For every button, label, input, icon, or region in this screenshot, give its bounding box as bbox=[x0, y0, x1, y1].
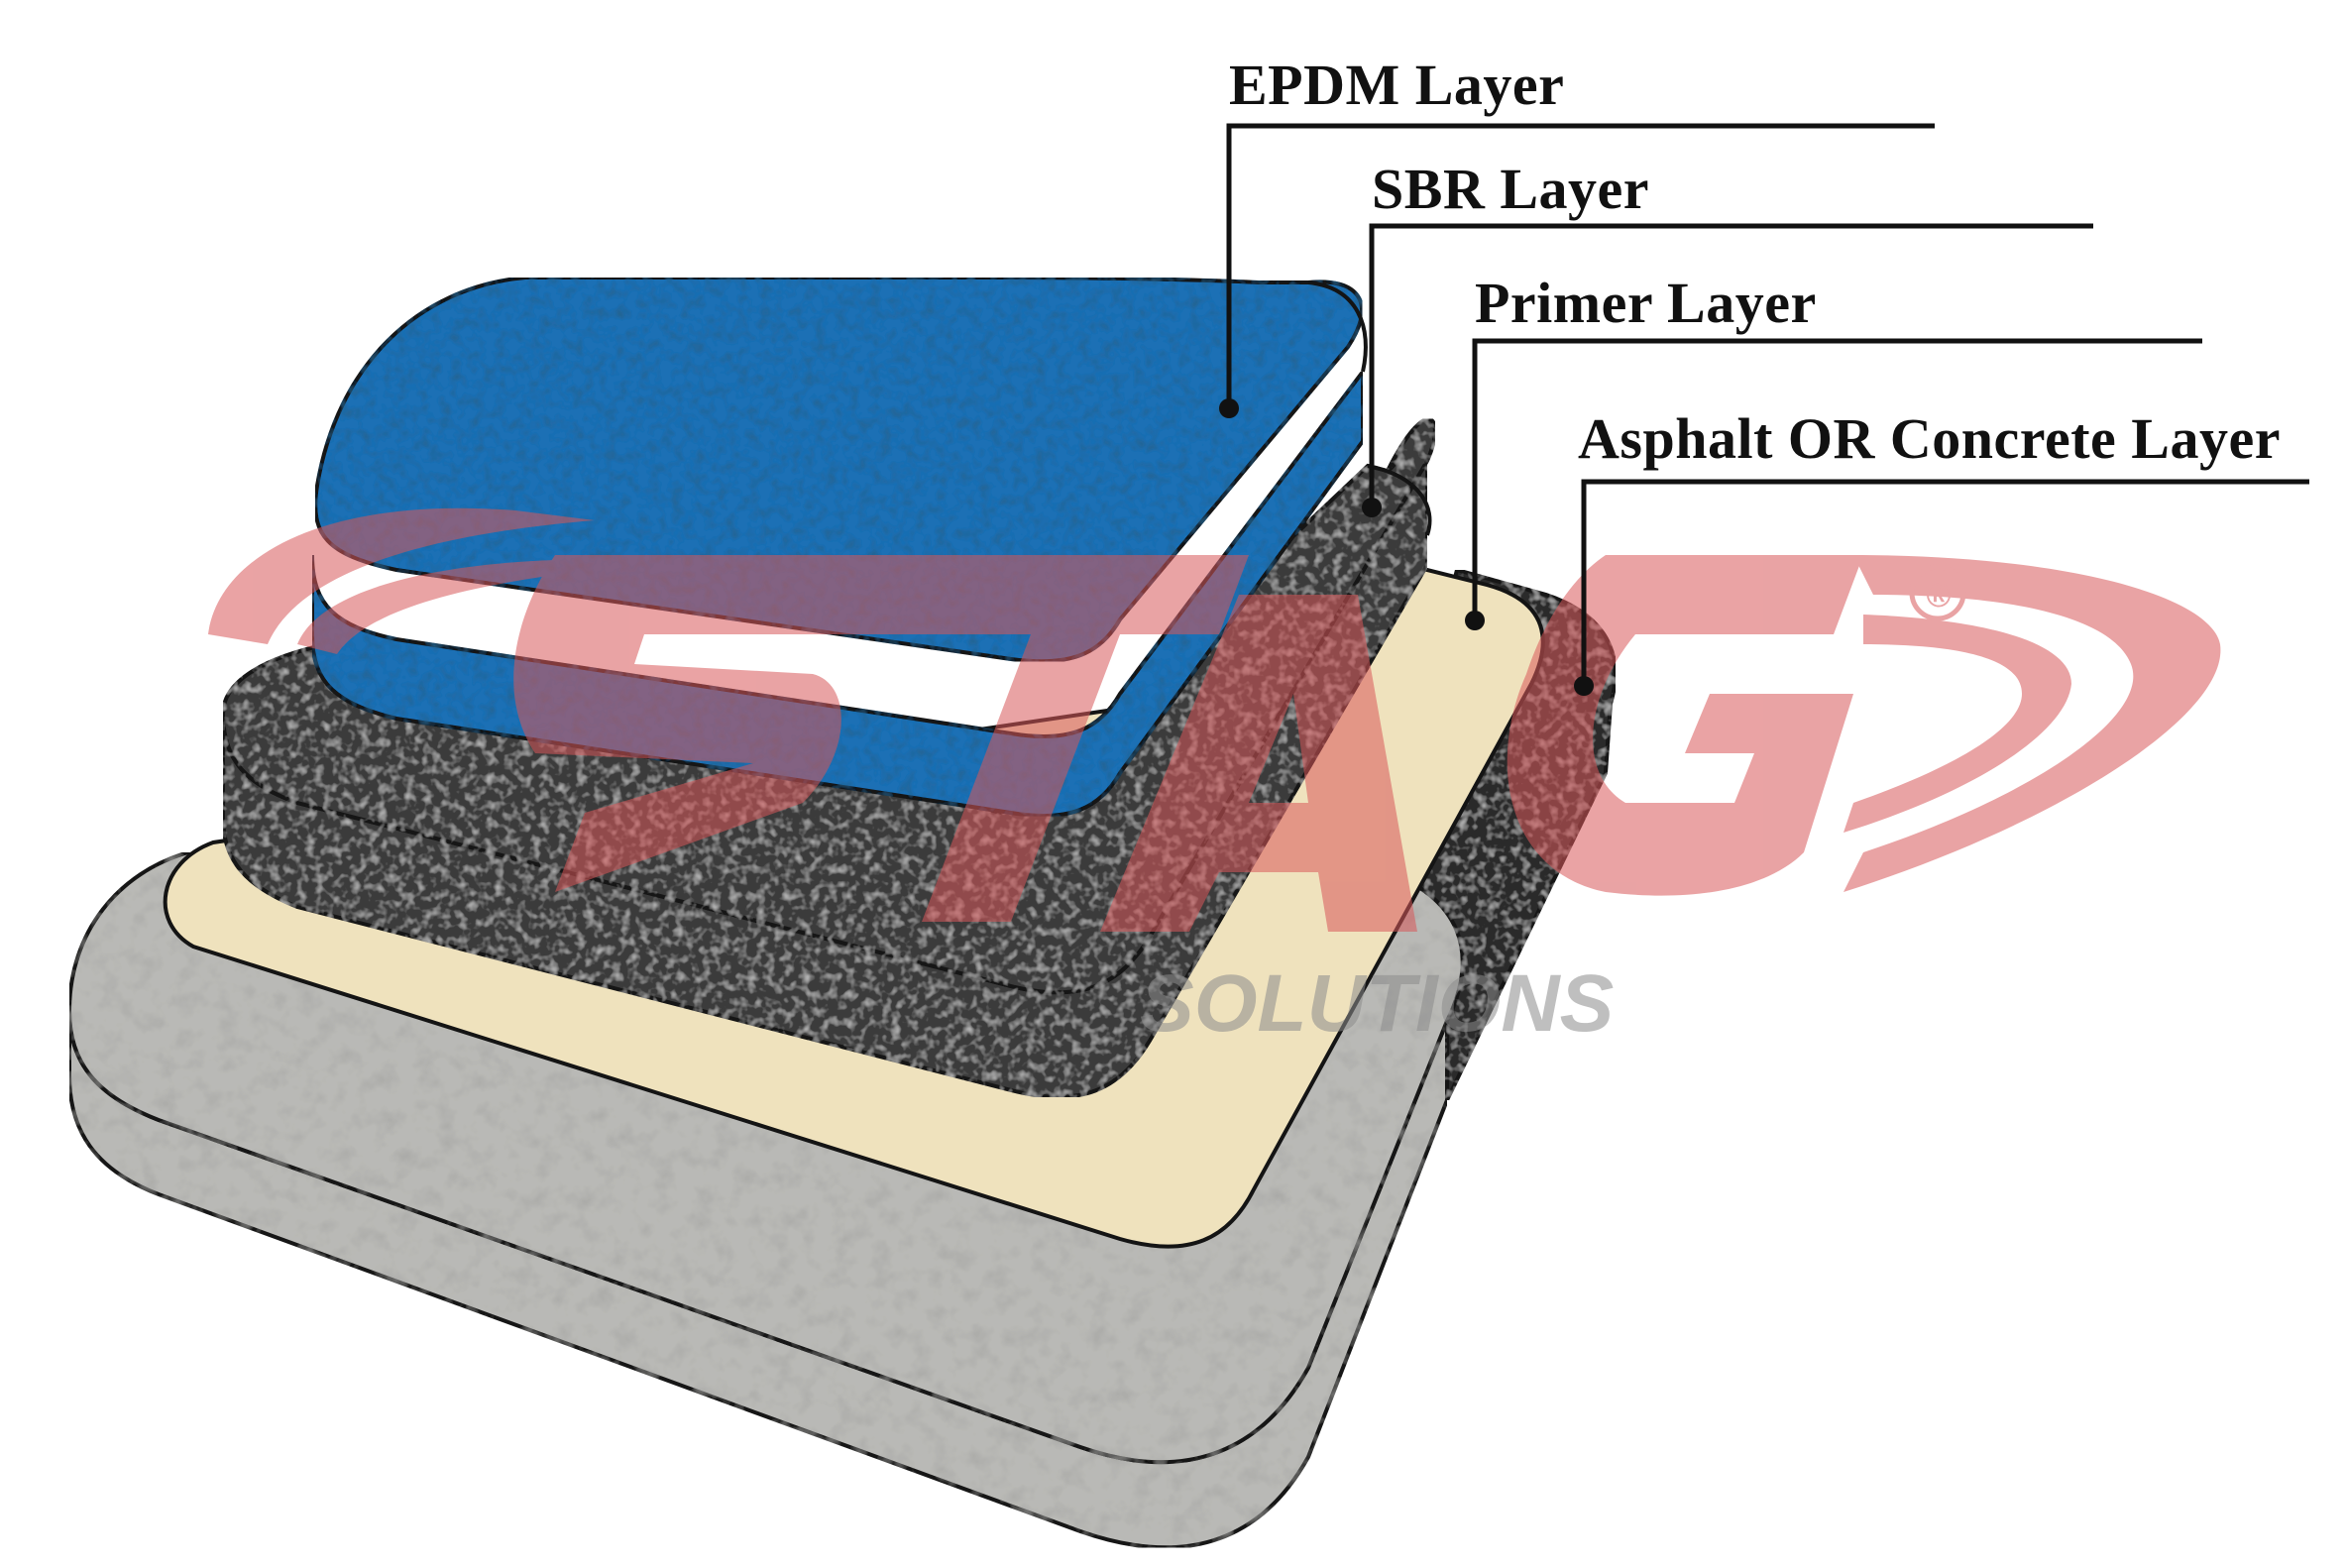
label-base-group: Asphalt OR Concrete Layer bbox=[1574, 406, 2309, 696]
watermark-swoosh-right-inner bbox=[1843, 615, 2071, 833]
leader-base-dot bbox=[1574, 676, 1594, 696]
watermark-letter-g bbox=[1507, 555, 1863, 896]
registered-mark: ® bbox=[1926, 577, 1952, 615]
label-primer: Primer Layer bbox=[1475, 271, 1817, 335]
watermark-swoosh-right bbox=[1843, 555, 2221, 892]
leader-base bbox=[1581, 479, 2309, 684]
label-primer-group: Primer Layer bbox=[1465, 271, 2202, 630]
registered-mark-circle bbox=[1909, 564, 1966, 621]
label-base: Asphalt OR Concrete Layer bbox=[1578, 406, 2281, 471]
leader-epdm bbox=[1226, 123, 1935, 406]
label-epdm: EPDM Layer bbox=[1229, 53, 1564, 117]
leader-sbr bbox=[1369, 223, 2093, 505]
leader-primer bbox=[1472, 338, 2202, 618]
label-sbr-group: SBR Layer bbox=[1362, 157, 2093, 517]
watermark-solutions-text: SOLUTIONS bbox=[1140, 958, 1614, 1049]
label-epdm-group: EPDM Layer bbox=[1219, 53, 1935, 418]
label-sbr: SBR Layer bbox=[1372, 157, 1649, 221]
watermark-letter-a bbox=[1100, 595, 1417, 932]
leader-primer-dot bbox=[1465, 611, 1485, 630]
leader-sbr-dot bbox=[1362, 498, 1382, 517]
sbr-layer bbox=[220, 417, 1437, 1099]
leader-epdm-dot bbox=[1219, 398, 1239, 418]
epdm-top-edge bbox=[1307, 280, 1368, 373]
watermark-letter-t bbox=[842, 555, 1249, 922]
watermark-letter-s bbox=[513, 555, 892, 892]
sbr-top bbox=[220, 417, 1437, 995]
brand-watermark: SOLUTIONS ® bbox=[208, 507, 2221, 1049]
sbr-top-edge bbox=[1367, 464, 1432, 536]
watermark-swoosh-left bbox=[208, 507, 595, 644]
